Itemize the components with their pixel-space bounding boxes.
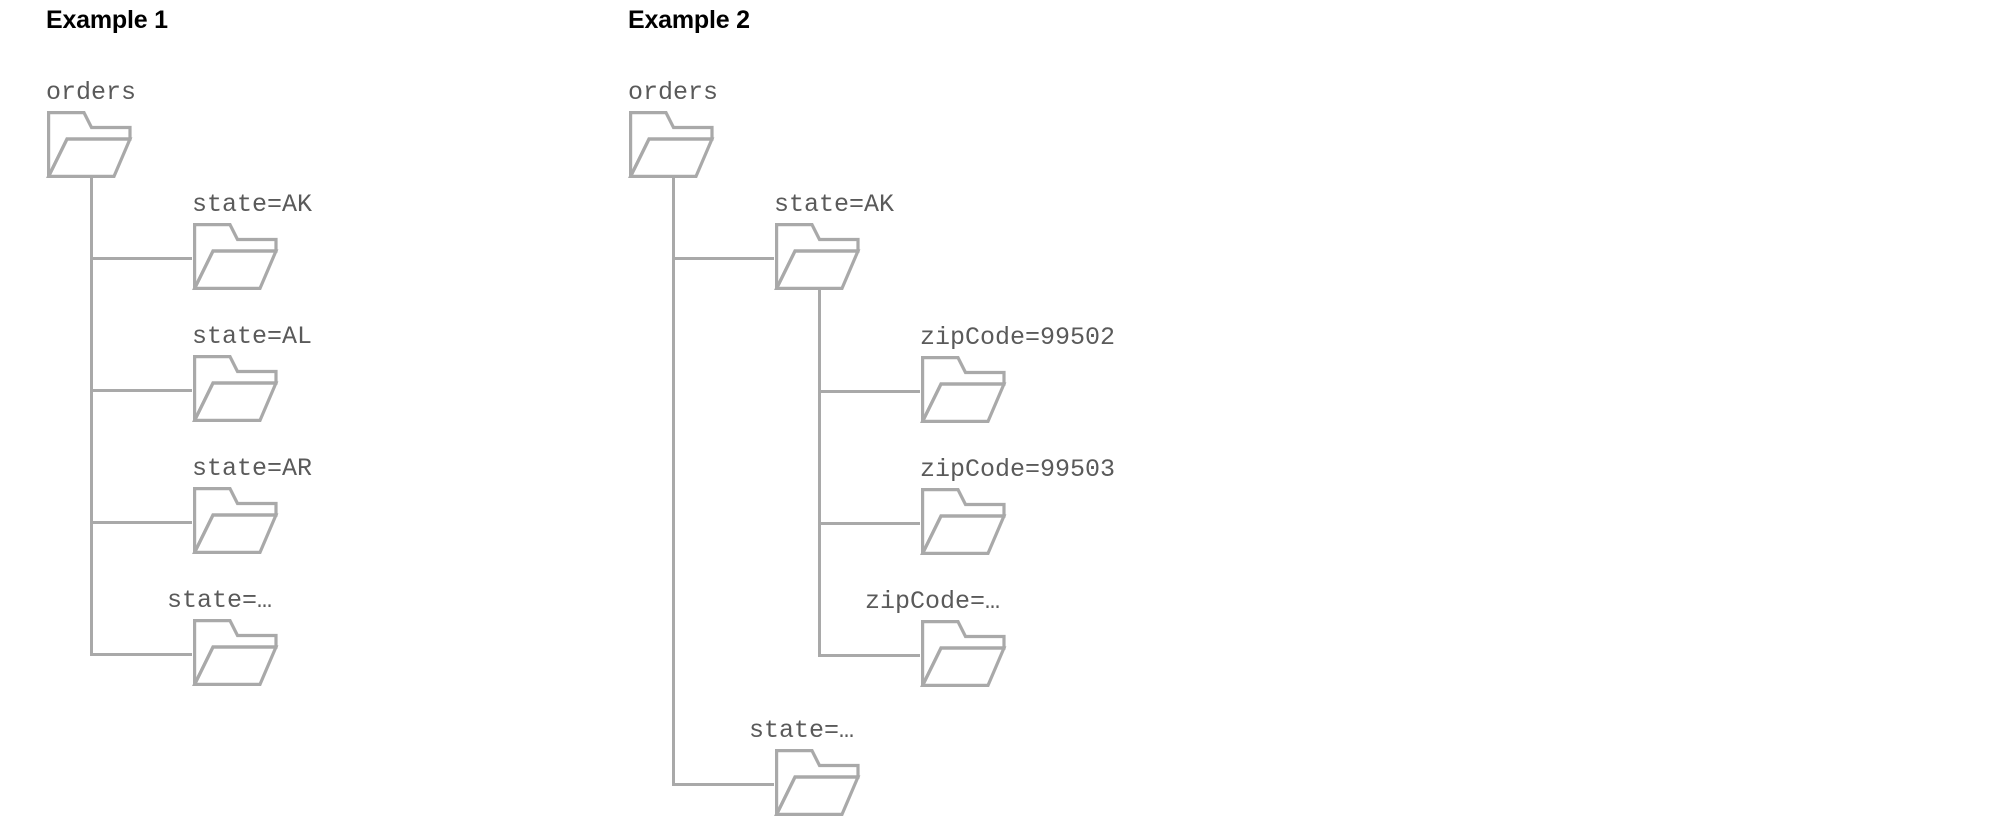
example-1-heading: Example 1 [46, 6, 168, 34]
example-2-node-zipcode-99503[interactable]: zipCode=99503 [920, 455, 1115, 555]
example-2-node-orders[interactable]: orders [628, 78, 718, 178]
example-1-node-state-ellipsis[interactable]: state=… [167, 586, 280, 686]
example-1-label-orders: orders [46, 78, 137, 107]
example-2-branch-zip-2 [818, 522, 920, 525]
example-2-node-state-ak[interactable]: state=AK [774, 190, 894, 290]
example-2-heading: Example 2 [628, 6, 750, 34]
folder-open-icon [192, 355, 279, 422]
folder-open-icon [774, 223, 861, 290]
example-1-node-state-ak[interactable]: state=AK [192, 190, 312, 290]
example-1-branch-2 [90, 389, 192, 392]
example-1-branch-3 [90, 521, 192, 524]
example-1-node-state-ar[interactable]: state=AR [192, 454, 312, 554]
example-2-node-zipcode-99502[interactable]: zipCode=99502 [920, 323, 1115, 423]
example-2-label-state-ellipsis: state=… [748, 716, 854, 745]
example-1-branch-4 [90, 653, 192, 656]
example-2-label-zipcode-99502: zipCode=99502 [920, 323, 1116, 352]
folder-open-icon [46, 111, 133, 178]
example-2-branch-zip-3 [818, 654, 920, 657]
example-2-node-zipcode-ellipsis[interactable]: zipCode=… [865, 587, 1008, 687]
folder-open-icon [920, 488, 1007, 555]
example-2-branch-state-ellipsis [672, 783, 774, 786]
example-2-branch-zip-1 [818, 390, 920, 393]
example-1-node-orders[interactable]: orders [46, 78, 136, 178]
folder-open-icon [192, 223, 279, 290]
example-1-node-state-al[interactable]: state=AL [192, 322, 312, 422]
example-2-label-zipcode-ellipsis: zipCode=… [864, 587, 1000, 616]
example-1-label-state-ar: state=AR [192, 454, 313, 483]
example-1-branch-1 [90, 257, 192, 260]
example-2-branch-state-ak [672, 257, 774, 260]
folder-open-icon [192, 619, 279, 686]
example-2-label-zipcode-99503: zipCode=99503 [920, 455, 1116, 484]
example-2-label-orders: orders [628, 78, 719, 107]
example-2-state-ak-trunk [818, 288, 821, 654]
folder-open-icon [920, 620, 1007, 687]
folder-open-icon [192, 487, 279, 554]
folder-open-icon [920, 356, 1007, 423]
example-1-label-state-al: state=AL [192, 322, 313, 351]
example-1-label-state-ak: state=AK [192, 190, 313, 219]
folder-open-icon [774, 749, 861, 816]
example-2-root-trunk [672, 175, 675, 783]
folder-open-icon [628, 111, 715, 178]
example-2-node-state-ellipsis[interactable]: state=… [749, 716, 862, 816]
example-1-label-state-ellipsis: state=… [166, 586, 272, 615]
example-1-root-trunk [90, 175, 93, 653]
example-2-label-state-ak: state=AK [774, 190, 895, 219]
